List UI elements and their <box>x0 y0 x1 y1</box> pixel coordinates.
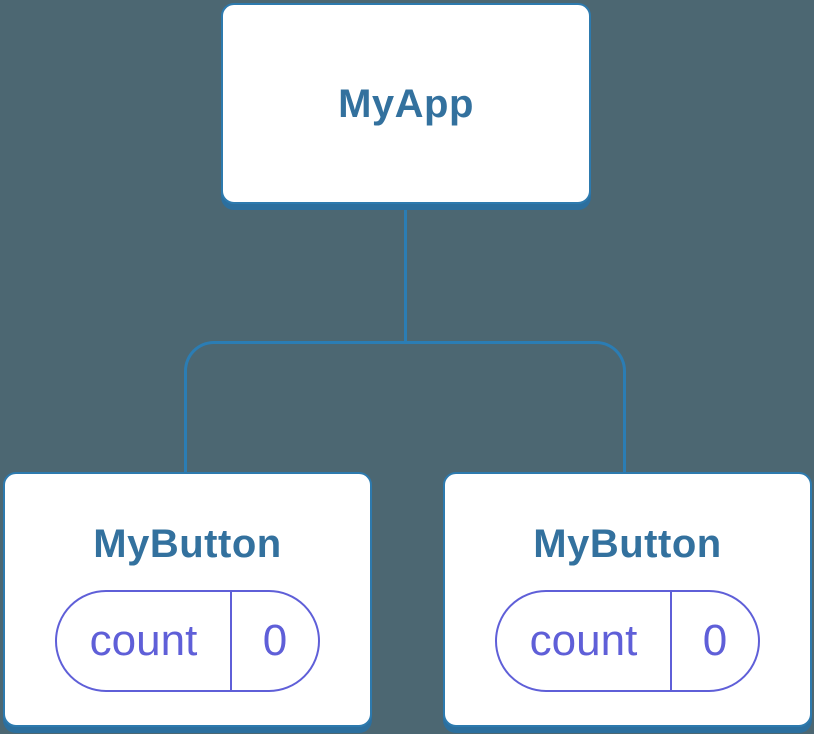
state-pill: count 0 <box>495 590 760 692</box>
state-pill: count 0 <box>55 590 320 692</box>
state-key-segment: count <box>497 592 670 690</box>
state-key-segment: count <box>57 592 230 690</box>
connector-branch-bracket <box>184 341 626 474</box>
state-value-segment: 0 <box>230 592 318 690</box>
state-key: count <box>89 616 198 665</box>
child-node-mybutton-2: MyButton count 0 <box>443 472 812 727</box>
state-value: 0 <box>702 616 728 665</box>
component-name: MyApp <box>338 81 474 126</box>
state-key: count <box>529 616 638 665</box>
component-name: MyButton <box>533 522 722 566</box>
root-node-myapp: MyApp <box>221 3 591 204</box>
state-value: 0 <box>262 616 288 665</box>
connector-root-line <box>404 204 407 343</box>
child-node-mybutton-1: MyButton count 0 <box>3 472 372 727</box>
component-name: MyButton <box>93 522 282 566</box>
state-value-segment: 0 <box>670 592 758 690</box>
